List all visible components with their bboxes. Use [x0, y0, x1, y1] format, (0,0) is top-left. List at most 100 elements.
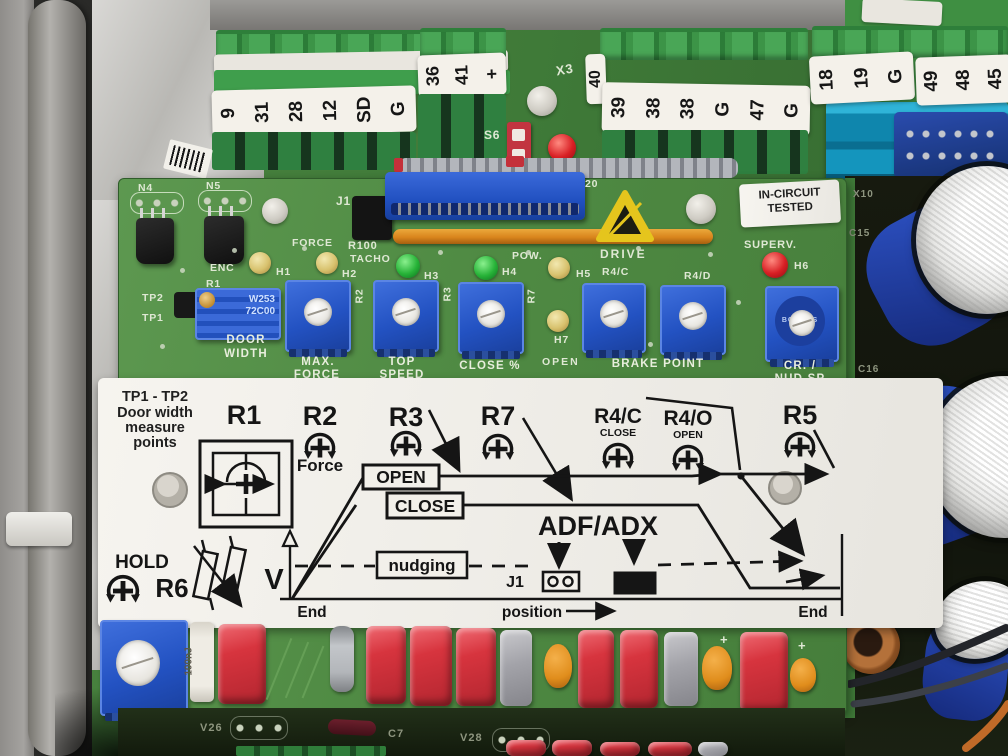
terminal-label-strip-mid: 36 41 + — [417, 52, 507, 98]
led-h2 — [316, 252, 338, 274]
red-capacitor — [620, 630, 658, 708]
trimmer-r5: BOURNS — [765, 286, 839, 367]
silk-h5: H5 — [576, 268, 592, 280]
v-label: V — [264, 564, 284, 596]
caption-width: WIDTH — [224, 348, 268, 360]
trimmer-r1: W253 72C00 — [195, 288, 281, 340]
red-capacitor — [740, 632, 788, 712]
silk-tp2: TP2 — [142, 292, 164, 304]
trimmer-r3 — [373, 280, 439, 357]
transistor-legs — [140, 208, 170, 220]
silk-tacho: TACHO — [350, 253, 391, 265]
label-r4o-sub: OPEN — [673, 429, 703, 441]
caption-top: TOP — [388, 356, 416, 368]
silk-pow: POW. — [512, 250, 543, 262]
led-h4 — [474, 256, 498, 280]
silk-x3: X3 — [554, 60, 575, 79]
silk-h7: H7 — [554, 334, 570, 346]
label-r2: R2 — [303, 401, 338, 431]
heading-line2: Door width — [117, 405, 193, 421]
silk-superv: SUPERV. — [744, 239, 797, 251]
label-r4c: R4/C — [594, 405, 642, 428]
door-width-icon — [198, 439, 294, 529]
silk-j1: J1 — [336, 194, 351, 208]
tantalum-capacitor — [790, 658, 816, 692]
tantalum-capacitor — [544, 644, 572, 688]
label-r5: R5 — [783, 400, 818, 430]
silk-n5: N5 — [206, 180, 222, 192]
silk-plus2: + — [798, 638, 807, 653]
nudging-box — [375, 550, 469, 580]
trimmer-code1: W253 — [248, 294, 275, 305]
pointer-r5 — [812, 429, 836, 469]
nudging-dash-right — [657, 550, 804, 573]
red-capacitor — [456, 628, 496, 706]
j1-label: J1 — [506, 574, 524, 591]
trimmer-screw — [116, 640, 160, 686]
trimmer-r4o — [660, 285, 726, 360]
via — [180, 268, 185, 273]
label-r4o: R4/O — [663, 407, 712, 430]
silk-h6: H6 — [794, 260, 810, 272]
silk-r7: R7 — [525, 288, 538, 304]
via — [232, 248, 237, 253]
blank-label — [861, 0, 943, 27]
terminal-base — [418, 94, 506, 168]
red-capacitor — [218, 624, 266, 704]
close-box-label: CLOSE — [395, 496, 455, 516]
grey-capacitor-partial — [698, 742, 728, 756]
end-left-label: End — [297, 604, 326, 621]
caption-brake-point: BRAKE POINT — [611, 358, 705, 370]
cap-value-label: 100nJ — [183, 647, 195, 676]
grey-cable — [28, 0, 86, 756]
position-label: position — [502, 604, 562, 621]
knob-icon-r3 — [388, 430, 424, 459]
terminal-label-strip-left: 9 31 28 12 SD G — [211, 85, 417, 137]
tuning-diagram: TP1 - TP2 Door width measure points R1 R… — [104, 389, 844, 621]
transistor-legs — [208, 206, 238, 218]
label-r7: R7 — [481, 401, 516, 431]
silk-r4c: R4/C — [602, 266, 630, 278]
silk-r3: R3 — [441, 286, 454, 302]
diode — [327, 718, 377, 737]
terminal-number: + — [480, 68, 501, 80]
jumper-closed-icon — [613, 571, 657, 595]
silk-enc: ENC — [210, 262, 235, 274]
film-cap-100n: 100nJ — [184, 622, 214, 702]
silk-v26: V26 — [200, 722, 223, 734]
open-box-label: OPEN — [376, 467, 426, 487]
red-capacitor-partial — [506, 740, 546, 756]
terminal-teeth — [600, 28, 808, 60]
trimmer-screw — [789, 310, 815, 336]
connector-teeth — [391, 203, 579, 215]
silk-r1: R1 — [206, 278, 222, 290]
pointer-r7 — [521, 417, 574, 502]
lower-terminal-sliver — [236, 746, 386, 756]
via — [708, 252, 713, 257]
cable-tie — [6, 512, 72, 546]
terminal-label-strip-right: 39 38 38 G 47 G — [601, 82, 811, 136]
trimmer-r6 — [100, 620, 188, 721]
silk-open: OPEN — [542, 356, 580, 368]
melf-resistor — [330, 626, 354, 692]
knob-icon-r7 — [480, 433, 516, 462]
trimmer-code2: 72C00 — [245, 306, 275, 317]
jumper-pin — [547, 575, 559, 588]
grey-capacitor — [500, 630, 532, 706]
terminal-label-strip-far1: 18 19 G — [808, 51, 916, 105]
silk-r4d: R4/D — [684, 270, 712, 282]
silk-h4: H4 — [502, 266, 518, 278]
silk-plus1: + — [720, 632, 729, 647]
led-h7 — [547, 310, 569, 332]
led-h6 — [762, 252, 788, 278]
trimmer-screw — [392, 298, 420, 326]
standoff — [527, 86, 557, 116]
red-clip — [394, 158, 403, 172]
red-capacitor-partial — [600, 742, 640, 756]
silk-tp1: TP1 — [142, 312, 164, 324]
silk-c7: C7 — [388, 728, 405, 740]
silk-r100: R100 — [348, 240, 378, 252]
knob-icon-r2 — [302, 432, 338, 461]
standoff — [686, 194, 716, 224]
